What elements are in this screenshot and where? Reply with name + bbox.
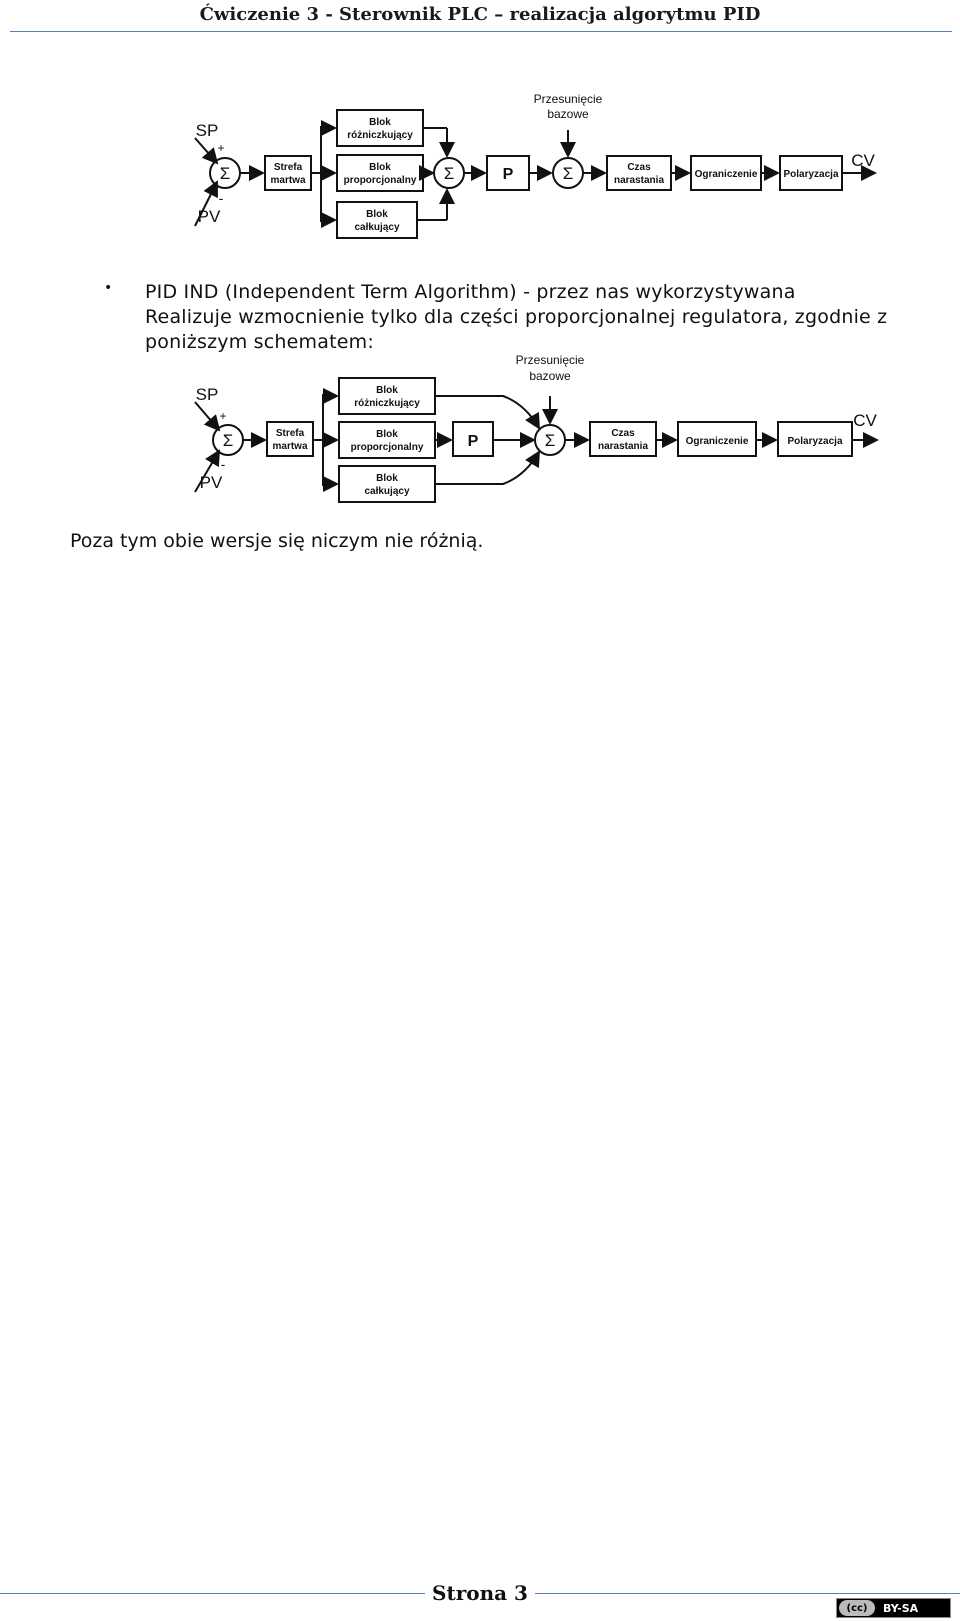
integral-label: całkujący — [354, 222, 399, 233]
proportional-label: proporcjonalny — [344, 175, 417, 186]
derivative-label: różniczkujący — [354, 398, 420, 409]
integral-label: Blok — [376, 473, 398, 484]
dead-zone-label: martwa — [272, 441, 307, 452]
list-bullet: • — [104, 280, 113, 296]
pid-diagram-2: SP + - PV Σ Σ Strefa martwa Blok różnicz… — [194, 353, 879, 503]
sigma-symbol: Σ — [220, 164, 231, 183]
bias-label: bazowe — [547, 107, 589, 121]
dead-zone-label: martwa — [270, 175, 305, 186]
header-rule — [10, 31, 952, 32]
pv-label: PV — [198, 207, 221, 226]
bias-label: Przesunięcie — [534, 92, 603, 106]
sigma-symbol: Σ — [545, 431, 556, 450]
ramp-label: narastania — [614, 175, 664, 186]
plus-sign: + — [219, 409, 226, 423]
proportional-label: proporcjonalny — [351, 442, 424, 453]
pid-diagram-1: SP + - PV Σ Σ Σ Strefa martwa Blok różni… — [194, 92, 877, 239]
dead-zone-label: Strefa — [276, 428, 305, 439]
bullet-paragraph: PID IND (Independent Term Algorithm) - p… — [145, 280, 945, 355]
cc-icon: (cc) — [839, 1600, 875, 1616]
closing-text: Poza tym obie wersje się niczym nie różn… — [70, 530, 484, 552]
header-title: Ćwiczenie 3 - Sterownik PLC – realizacja… — [199, 4, 761, 25]
page-number: Strona 3 — [432, 1581, 528, 1605]
ramp-label: Czas — [627, 162, 651, 173]
p-label: P — [503, 166, 514, 183]
footer-rule-left — [0, 1593, 425, 1594]
page-header: Ćwiczenie 3 - Sterownik PLC – realizacja… — [0, 0, 960, 36]
cv-label: CV — [853, 411, 877, 430]
minus-sign: - — [219, 190, 224, 206]
footer-rule-right — [535, 1593, 960, 1594]
sigma-symbol: Σ — [444, 164, 455, 183]
license-label: BY-SA — [883, 1601, 919, 1615]
sigma-symbol: Σ — [563, 164, 574, 183]
ramp-label: Czas — [611, 428, 635, 439]
proportional-label: Blok — [369, 162, 391, 173]
dead-zone-label: Strefa — [274, 162, 303, 173]
integral-label: Blok — [366, 209, 388, 220]
integral-label: całkujący — [364, 486, 409, 497]
polarity-label: Polaryzacja — [787, 436, 842, 447]
derivative-label: Blok — [376, 385, 398, 396]
minus-sign: - — [221, 456, 226, 472]
bias-label: bazowe — [529, 369, 571, 383]
limit-label: Ograniczenie — [686, 436, 749, 447]
bullet-line: PID IND (Independent Term Algorithm) - p… — [145, 281, 796, 303]
sp-label: SP — [196, 121, 219, 140]
bias-label: Przesunięcie — [516, 353, 585, 367]
derivative-label: Blok — [369, 117, 391, 128]
p-label: P — [468, 433, 479, 450]
bullet-line: Realizuje wzmocnienie tylko dla części p… — [145, 306, 888, 328]
bullet-line: poniższym schematem: — [145, 331, 374, 353]
plus-sign: + — [217, 141, 224, 155]
pv-label: PV — [200, 473, 223, 492]
cc-by-sa-badge: (cc) BY-SA — [836, 1598, 951, 1618]
sigma-symbol: Σ — [223, 431, 234, 450]
cv-label: CV — [851, 151, 875, 170]
ramp-label: narastania — [598, 441, 648, 452]
derivative-label: różniczkujący — [347, 130, 413, 141]
polarity-label: Polaryzacja — [783, 169, 838, 180]
limit-label: Ograniczenie — [695, 169, 758, 180]
sp-label: SP — [196, 385, 219, 404]
proportional-label: Blok — [376, 429, 398, 440]
